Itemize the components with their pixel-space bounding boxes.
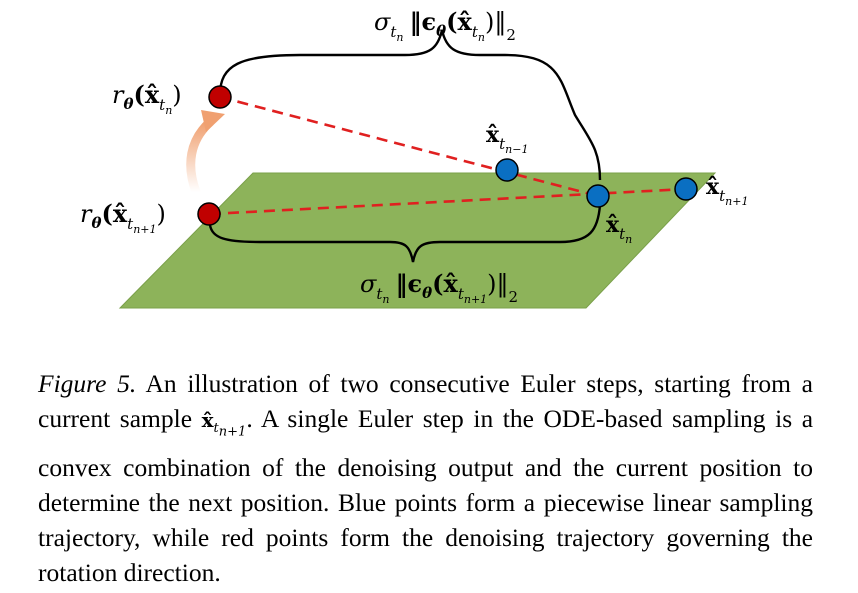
caption-inline-math-symbol: x̂ <box>201 408 214 432</box>
figure-caption: Figure 5. An illustration of two consecu… <box>38 366 813 590</box>
point-x-tn-plus-1 <box>674 177 698 201</box>
caption-figure-label: Figure 5. <box>38 369 137 398</box>
rotation-arrowhead <box>201 110 225 132</box>
rotation-arrow <box>186 117 215 197</box>
point-r-tn <box>208 85 232 109</box>
euler-steps-figure: rθ(x̂tn) rθ(x̂tn+1) x̂tn−1 x̂tn x̂tn+1 σ… <box>80 7 748 309</box>
point-r-tn-plus-1 <box>197 202 221 226</box>
top-brace <box>218 29 602 181</box>
label-r-tn-plus-1: rθ(x̂tn+1) <box>80 199 166 236</box>
caption-inline-math-sub: t <box>213 421 219 436</box>
bottom-brace <box>208 204 602 263</box>
sampling-plane <box>118 172 717 309</box>
dashed-line-upper <box>219 95 599 198</box>
point-x-tn-minus-1 <box>495 158 519 182</box>
caption-inline-math-subsub: n+1 <box>218 424 247 440</box>
caption-text-part-2: . A single Euler step in the ODE-based s… <box>38 404 814 587</box>
caption-text-part-1: An illustration of two consecutive Euler… <box>38 369 813 433</box>
bottom-brace-label: σtn‖ϵθ(x̂tn+1)‖2 <box>360 269 518 306</box>
caption-inline-math: x̂tn+1 <box>201 408 247 440</box>
point-x-tn <box>586 184 610 208</box>
top-brace-label: σtn‖ϵθ(x̂tn)‖2 <box>374 7 516 44</box>
label-r-tn: rθ(x̂tn) <box>112 80 182 117</box>
figure-canvas: rθ(x̂tn) rθ(x̂tn+1) x̂tn−1 x̂tn x̂tn+1 σ… <box>80 7 748 309</box>
label-x-tn-minus-1: x̂tn−1 <box>486 122 528 156</box>
label-x-tn: x̂tn <box>606 212 632 246</box>
label-x-tn-plus-1: x̂tn+1 <box>706 174 748 208</box>
